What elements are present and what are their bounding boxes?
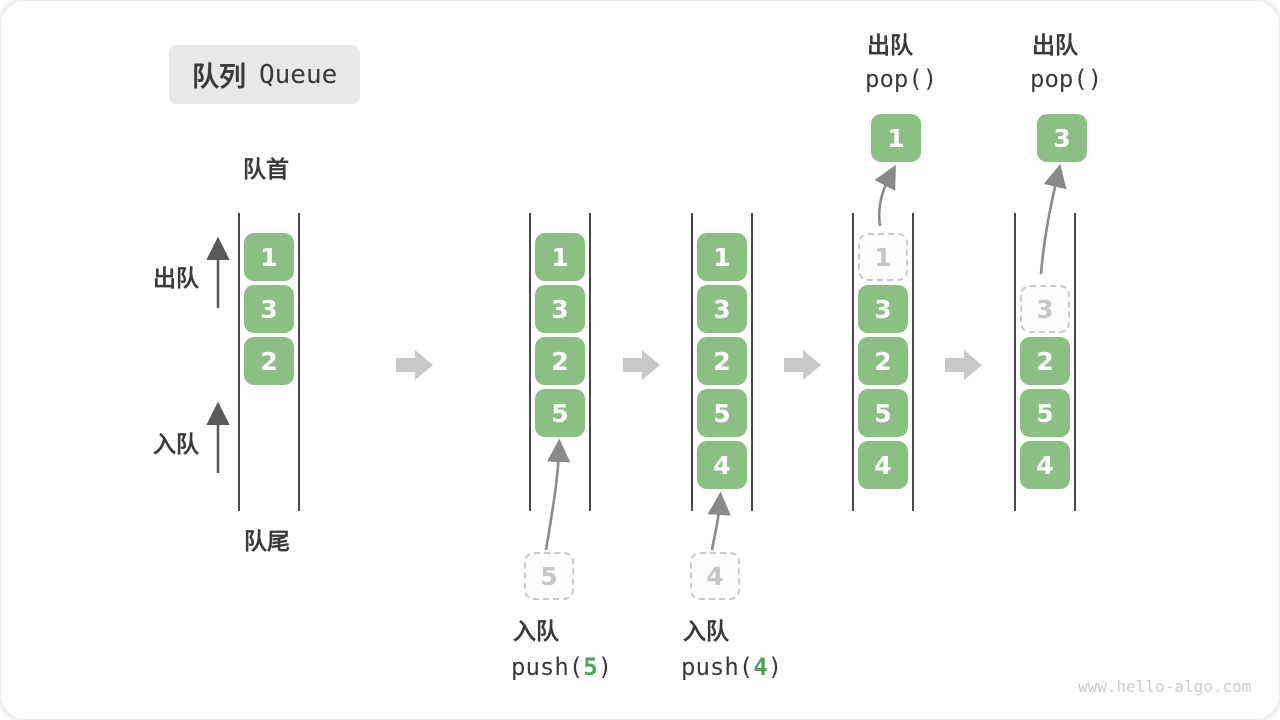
ghost-cell: 1 [858, 233, 908, 281]
step-arrow-icon [945, 350, 982, 380]
label-dequeue-side: 出队 [153, 265, 199, 291]
queue-wall-left [691, 213, 693, 511]
queue-cell: 5 [535, 389, 585, 437]
title-zh: 队列 [192, 62, 246, 92]
pending-cell: 4 [690, 552, 740, 600]
queue-wall-left [1014, 213, 1016, 511]
queue-wall-left [529, 213, 531, 511]
watermark: www.hello-algo.com [1078, 677, 1252, 696]
queue-cell: 2 [1020, 337, 1070, 385]
header-dequeue: 出队 [1032, 32, 1078, 58]
queue-cell: 4 [858, 441, 908, 489]
queue-cell: 3 [697, 285, 747, 333]
queue-cell: 1 [697, 233, 747, 281]
queue-cell: 5 [697, 389, 747, 437]
caption-code: push(4) [681, 654, 782, 680]
label-enqueue-side: 入队 [153, 431, 199, 457]
title-badge: 队列 Queue [169, 45, 361, 104]
code-close: ) [597, 653, 613, 681]
header-code: pop() [1030, 65, 1103, 93]
pending-cell: 5 [524, 552, 574, 600]
step-arrow-icon [784, 350, 821, 380]
queue-wall-right [298, 213, 300, 511]
code-fn: push( [681, 653, 754, 681]
queue-wall-right [589, 213, 591, 511]
code-arg: 5 [583, 653, 598, 681]
queue-wall-left [238, 213, 240, 511]
caption-enqueue: 入队 [683, 618, 729, 644]
queue-cell: 2 [858, 337, 908, 385]
popped-cell: 1 [871, 114, 921, 162]
popped-cell: 3 [1037, 114, 1087, 162]
queue-cell: 3 [535, 285, 585, 333]
queue-cell: 3 [858, 285, 908, 333]
queue-cell: 1 [244, 233, 294, 281]
label-queue-front: 队首 [243, 156, 289, 182]
queue-cell: 3 [244, 285, 294, 333]
queue-cell: 5 [1020, 389, 1070, 437]
step-arrow-icon [623, 350, 660, 380]
header-dequeue: 出队 [867, 32, 913, 58]
queue-wall-right [751, 213, 753, 511]
code-close: ) [767, 653, 783, 681]
queue-wall-right [912, 213, 914, 511]
header-code: pop() [865, 65, 938, 93]
step-arrow-icon [396, 350, 433, 380]
label-queue-rear: 队尾 [244, 528, 290, 554]
code-fn: push( [511, 653, 584, 681]
pop3-arrow-icon [1039, 163, 1067, 275]
push4-arrow-icon [707, 491, 731, 551]
ghost-cell: 3 [1020, 285, 1070, 333]
caption-enqueue: 入队 [513, 618, 559, 644]
title-en: Queue [259, 59, 338, 90]
queue-wall-right [1074, 213, 1076, 511]
queue-cell: 2 [244, 337, 294, 385]
code-arg: 4 [753, 653, 768, 681]
queue-cell: 2 [535, 337, 585, 385]
push5-arrow-icon [544, 438, 571, 551]
queue-cell: 4 [697, 441, 747, 489]
queue-cell: 4 [1020, 441, 1070, 489]
queue-cell: 1 [535, 233, 585, 281]
queue-cell: 2 [697, 337, 747, 385]
queue-cell: 5 [858, 389, 908, 437]
caption-code: push(5) [511, 654, 612, 680]
queue-wall-left [852, 213, 854, 511]
pop1-arrow-icon [874, 164, 896, 227]
